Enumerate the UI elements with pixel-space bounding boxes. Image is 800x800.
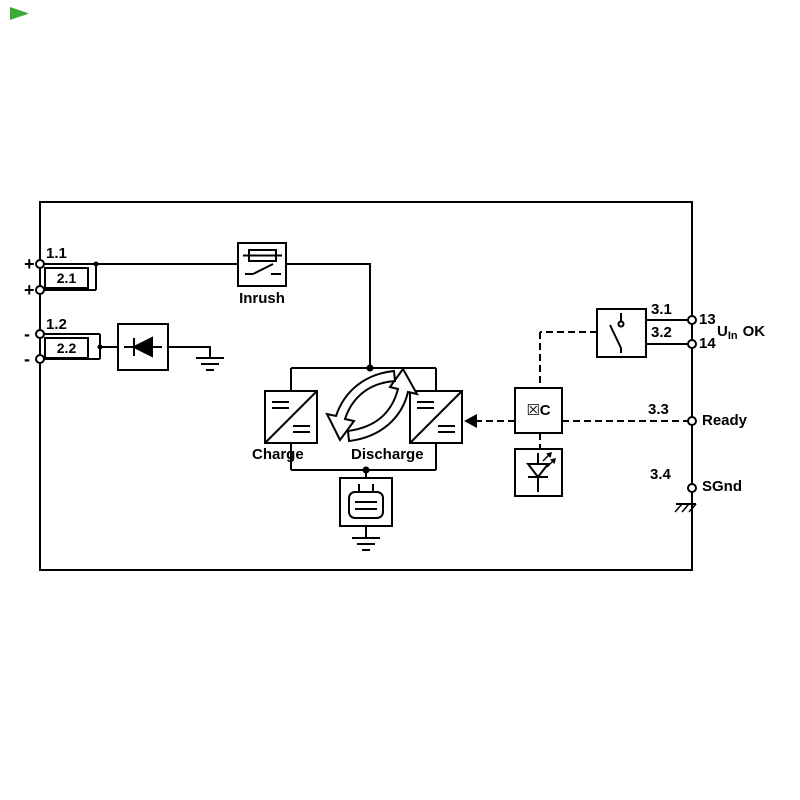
polarity-minus-2: - bbox=[24, 349, 30, 369]
mcu-label: ☒C bbox=[526, 402, 551, 419]
terminal-label-3-2: 3.2 bbox=[651, 324, 672, 341]
ready-label: Ready bbox=[702, 412, 748, 429]
led-block bbox=[514, 448, 563, 497]
terminal-label-1-2: 1.2 bbox=[46, 316, 67, 333]
energy-storage-block bbox=[339, 477, 393, 527]
discharge-label: Discharge bbox=[351, 446, 424, 463]
input-wiring bbox=[40, 263, 437, 538]
device-outline bbox=[39, 201, 693, 571]
junction-dots bbox=[93, 261, 374, 474]
terminal-label-3-3: 3.3 bbox=[648, 401, 669, 418]
charge-label: Charge bbox=[252, 446, 304, 463]
reverse-diode-block bbox=[117, 323, 169, 371]
terminal-label-3-1: 3.1 bbox=[651, 301, 672, 318]
terminal-label-3-4: 3.4 bbox=[650, 466, 671, 483]
right-terminal-points bbox=[687, 315, 697, 493]
terminal-box-2-1: 2.1 bbox=[44, 267, 89, 289]
mcu-block bbox=[514, 387, 563, 434]
left-terminal-points bbox=[35, 259, 45, 364]
sgnd-ground-icon bbox=[674, 492, 697, 513]
sgnd-label: SGnd bbox=[702, 478, 742, 495]
brand-logo bbox=[10, 7, 29, 20]
uin-base: U bbox=[717, 323, 728, 340]
terminal-box-2-2: 2.2 bbox=[44, 337, 89, 359]
discharge-flow-arrow bbox=[346, 367, 419, 443]
uin-ok-suffix: OK bbox=[742, 323, 766, 340]
control-dashed-lines bbox=[476, 331, 688, 449]
input-ground-icon bbox=[196, 357, 224, 371]
inrush-block bbox=[237, 242, 287, 287]
pin-label-14: 14 bbox=[699, 335, 716, 352]
terminal-label-1-1: 1.1 bbox=[46, 245, 67, 262]
charge-flow-arrow bbox=[325, 369, 397, 442]
uin-subscript: In bbox=[727, 330, 738, 342]
polarity-minus-1: - bbox=[24, 324, 30, 344]
polarity-plus-2: + bbox=[24, 280, 35, 300]
charge-converter-block bbox=[264, 390, 318, 444]
pin-label-13: 13 bbox=[699, 311, 716, 328]
inrush-label: Inrush bbox=[239, 290, 285, 307]
storage-ground-icon bbox=[352, 537, 380, 551]
uin-ok-label: UIn OK bbox=[717, 324, 765, 342]
output-wiring bbox=[646, 319, 688, 345]
relay-contact-block bbox=[596, 308, 647, 358]
energy-flow-arrows bbox=[325, 367, 419, 443]
control-arrowhead-icon bbox=[464, 414, 477, 428]
discharge-converter-block bbox=[409, 390, 463, 444]
polarity-plus-1: + bbox=[24, 254, 35, 274]
